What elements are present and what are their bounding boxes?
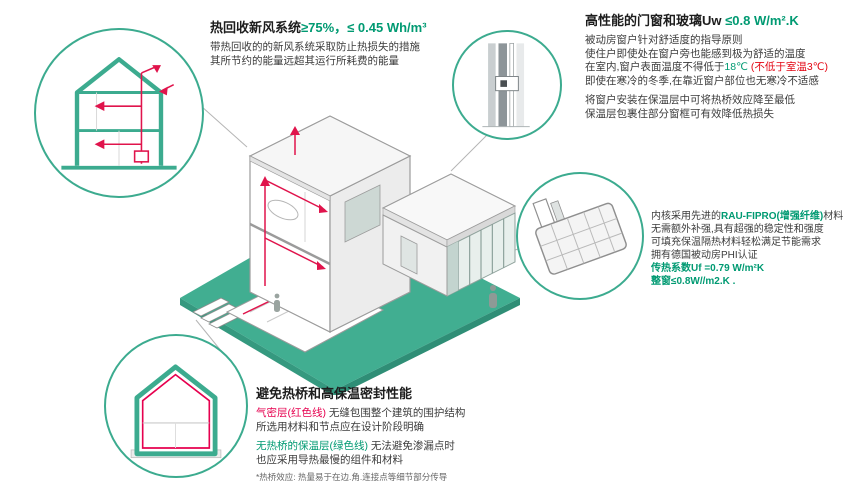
isometric-house-illustration [180, 115, 520, 395]
wing-door [400, 235, 418, 275]
windows-line-3-black: 在室内,窗户表面温度不得低于 [585, 61, 725, 74]
hrv-section: 热回收新风系统≥75%，≤ 0.45 Wh/m³ 带热回收的的新风系统采取防止热… [210, 20, 500, 68]
profile-line-3: 可填充保温隔热材料轻松满足节能需求 [651, 237, 821, 248]
roof-exhaust-arrow [290, 126, 300, 135]
hrv-title-black: 热回收新风系统 [210, 20, 302, 35]
ventilation-diagram-circle [34, 28, 204, 198]
person-figure [489, 285, 497, 308]
windows-line-6: 保温层包裹住部分窗框可有效降低热损失 [585, 107, 774, 120]
section-cut-face [249, 155, 331, 333]
profile-uw-value: 整窗≤0.8W//m2.K . [651, 276, 736, 287]
profile-uf-value: 传热系数Uf =0.79 W/m²K [651, 263, 765, 274]
glass-wing [381, 173, 517, 297]
profile-line-1: 内核采用先进的RAU-FIPRO(增强纤维)材料 [651, 210, 863, 223]
tall-block-right-face [329, 155, 411, 333]
airtight-layer-red [141, 373, 211, 449]
insulation-layer-green [134, 364, 218, 457]
thermal-section: 避免热桥和高保温密封性能 气密层(红色线) 无缝包围整个建筑的围护结构 所选用材… [256, 386, 586, 483]
thermal-line-1: 气密层(红色线) 无缝包围整个建筑的围护结构 [256, 407, 586, 421]
ventilation-house-icon [61, 57, 177, 170]
window-profile-circle [516, 172, 644, 300]
duct-arrows [260, 176, 328, 270]
windows-title: 高性能的门窗和玻璃Uw ≤0.8 W/m².K [585, 13, 863, 29]
thermal-line-1-rest: 无缝包围整个建筑的围护结构 [326, 407, 466, 420]
insulation-diagram-circle [104, 334, 248, 478]
insulation-layer-label: 无热桥的保温层(绿色线) [256, 440, 368, 453]
window-profile-icon [532, 198, 627, 275]
hrv-title-green: ≥75%，≤ 0.45 Wh/m³ [301, 20, 427, 35]
hrv-arrows [94, 65, 168, 150]
profile-line-2: 无需额外补强,具有超强的稳定性和强度 [651, 224, 824, 235]
profile-section: 内核采用先进的RAU-FIPRO(增强纤维)材料 无需额外补强,具有超强的稳定性… [651, 210, 863, 288]
thermal-footnote: *热桥效应: 热量易于在边.角.连接点等细节部分传导 [256, 472, 448, 483]
hrv-title: 热回收新风系统≥75%，≤ 0.45 Wh/m³ [210, 20, 500, 36]
bathtub [267, 199, 299, 221]
insulated-house-icon [130, 364, 222, 459]
thermal-line-3: 无热桥的保温层(绿色线) 无法避免渗漏点时 [256, 440, 586, 454]
window-pane [344, 184, 381, 243]
window-section-icon [482, 42, 530, 128]
profile-line-1-black: 内核采用先进的 [651, 211, 721, 222]
profile-line-1-post: 材料 [823, 211, 844, 222]
windows-line-4: 即使在寒冷的冬季,在靠近窗户部位也无寒冷不适感 [585, 74, 819, 87]
person-figure [274, 293, 280, 312]
windows-line-3: 在室内,窗户表面温度不得低于18℃ (不低于室温3℃) [585, 61, 863, 75]
windows-section: 高性能的门窗和玻璃Uw ≤0.8 W/m².K 被动房窗户针对舒适度的指导原则 … [585, 13, 863, 121]
windows-line-2: 使住户即使处在窗户旁也能感到极为舒适的温度 [585, 47, 806, 60]
thermal-line-2: 所选用材料和节点应在设计阶段明确 [256, 420, 424, 433]
hrv-line-1: 带热回收的的新风系统采取防止热损失的措施 [210, 41, 420, 54]
thermal-line-4: 也应采用导热最慢的组件和材料 [256, 453, 403, 466]
thermal-body: 气密层(红色线) 无缝包围整个建筑的围护结构 所选用材料和节点应在设计阶段明确 … [256, 407, 586, 483]
hrv-line-2: 其所节约的能量远超其运行所耗费的能量 [210, 54, 399, 67]
windows-title-green: ≤0.8 W/m².K [725, 13, 799, 28]
windows-body: 被动房窗户针对舒适度的指导原则 使住户即使处在窗户旁也能感到极为舒适的温度 在室… [585, 34, 863, 121]
windows-title-black: 高性能的门窗和玻璃Uw [585, 13, 726, 28]
profile-line-1-green: RAU-FIPRO(增强纤维) [721, 211, 824, 222]
profile-line-4: 拥有德国被动房PHI认证 [651, 250, 758, 261]
windows-line-1: 被动房窗户针对舒适度的指导原则 [585, 34, 743, 47]
thermal-title: 避免热桥和高保温密封性能 [256, 386, 413, 401]
airtight-layer-label: 气密层(红色线) [256, 407, 326, 420]
windows-line-5: 将窗户安装在保温层中可将热桥效应降至最低 [585, 94, 795, 107]
windows-line-3-red: (不低于室温3℃) [747, 61, 828, 74]
heat-exchanger-box [133, 150, 150, 163]
thermal-line-3-rest: 无法避免渗漏点时 [368, 440, 455, 453]
tall-block-roof [248, 115, 412, 202]
hrv-body: 带热回收的的新风系统采取防止热损失的措施 其所节约的能量远超其运行所耗费的能量 [210, 41, 500, 68]
windows-line-3-green: 18℃ [724, 61, 748, 74]
glass-dark-pane [447, 241, 459, 296]
window-section-circle [452, 30, 562, 140]
